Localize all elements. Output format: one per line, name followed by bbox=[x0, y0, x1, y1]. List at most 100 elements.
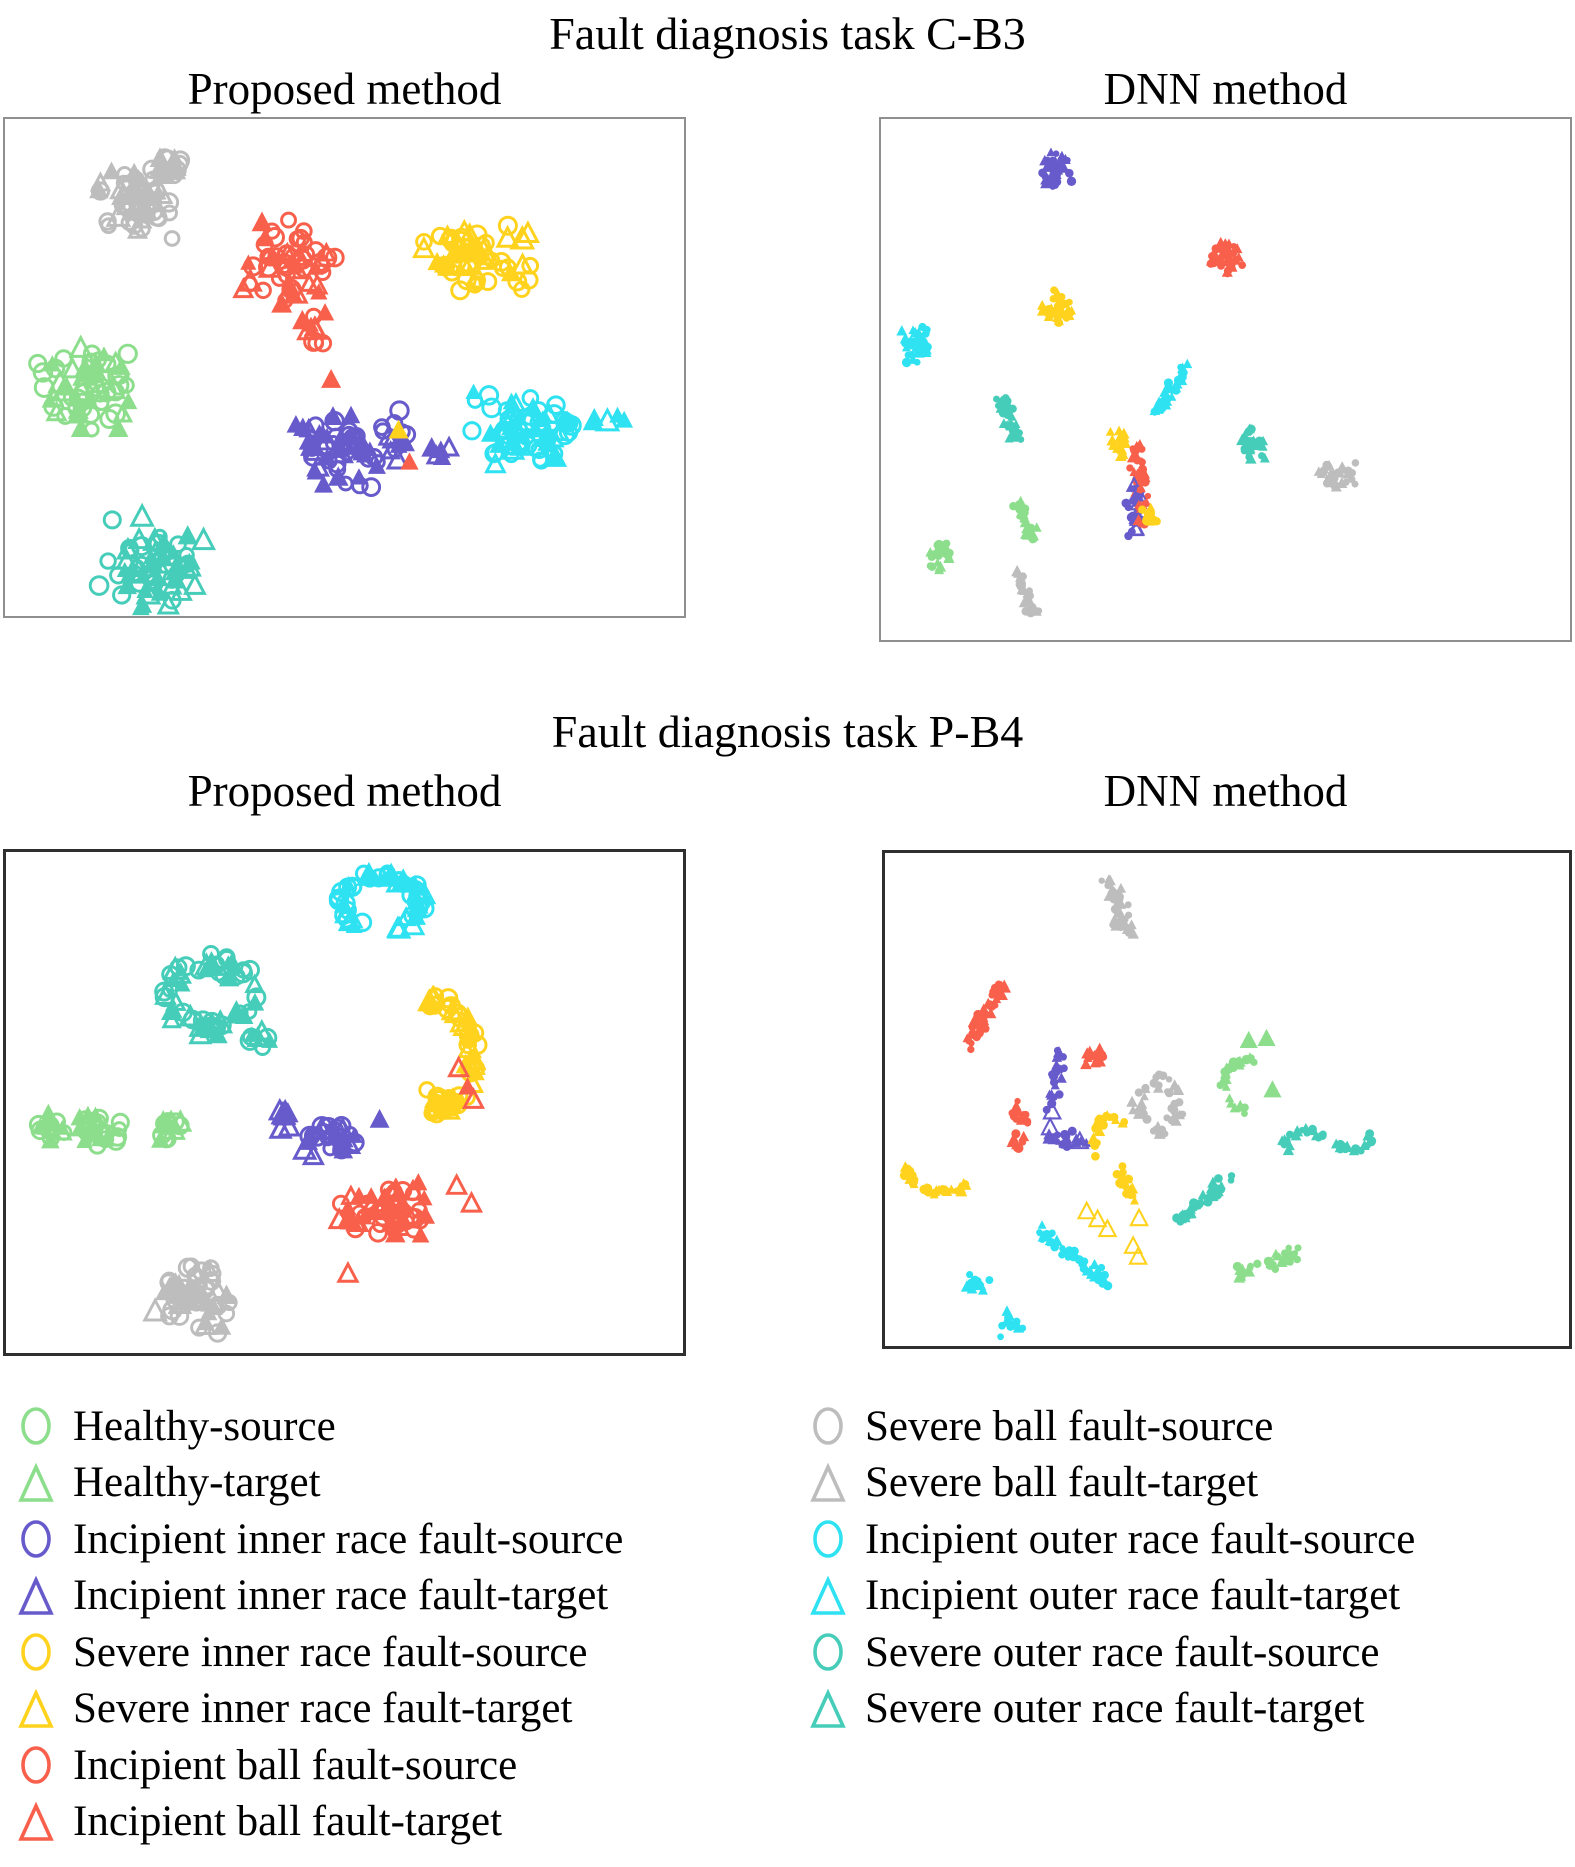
scatter-marker bbox=[469, 275, 486, 292]
subtitle-pb4-dnn: DNN method bbox=[1103, 766, 1348, 816]
scatter-marker bbox=[912, 346, 925, 358]
scatter-marker bbox=[105, 202, 132, 227]
scatter-marker bbox=[1067, 1126, 1077, 1136]
scatter-marker bbox=[245, 992, 265, 1011]
scatter-marker bbox=[1154, 1081, 1163, 1090]
scatter-marker bbox=[498, 406, 523, 430]
scatter-marker bbox=[998, 418, 1010, 429]
scatter-marker bbox=[255, 227, 276, 247]
scatter-marker bbox=[1228, 254, 1240, 265]
scatter-marker bbox=[961, 1180, 972, 1190]
scatter-marker bbox=[99, 1124, 116, 1141]
scatter-marker bbox=[502, 437, 526, 460]
scatter-marker bbox=[316, 247, 338, 269]
scatter-marker bbox=[123, 542, 140, 559]
scatter-marker bbox=[296, 320, 317, 341]
scatter-marker bbox=[366, 869, 384, 886]
legend-label: Severe ball fault-source bbox=[865, 1402, 1274, 1450]
scatter-marker bbox=[1097, 1115, 1107, 1124]
circle-marker-icon bbox=[813, 1520, 843, 1559]
scatter-marker bbox=[1217, 244, 1227, 254]
scatter-marker bbox=[33, 377, 55, 398]
scatter-marker bbox=[1129, 1207, 1149, 1227]
scatter-marker bbox=[1126, 464, 1134, 472]
scatter-marker bbox=[364, 448, 384, 467]
scatter-marker bbox=[409, 1173, 428, 1191]
scatter-marker bbox=[968, 1039, 975, 1047]
scatter-marker bbox=[156, 544, 175, 563]
scatter-marker bbox=[489, 434, 509, 453]
scatter-marker bbox=[99, 552, 117, 570]
scatter-marker bbox=[1145, 510, 1157, 521]
scatter-marker bbox=[1098, 877, 1105, 884]
scatter-marker bbox=[1111, 888, 1121, 898]
scatter-marker bbox=[1053, 1138, 1061, 1145]
scatter-marker bbox=[169, 1306, 190, 1326]
scatter-marker bbox=[1123, 1235, 1144, 1254]
scatter-marker bbox=[1081, 1047, 1094, 1059]
scatter-marker bbox=[1040, 177, 1052, 189]
scatter-marker bbox=[89, 179, 109, 199]
scatter-marker bbox=[292, 1135, 318, 1160]
scatter-marker bbox=[1259, 453, 1270, 463]
scatter-marker bbox=[1119, 1179, 1129, 1189]
scatter-marker bbox=[1221, 1062, 1233, 1073]
scatter-marker bbox=[966, 1271, 974, 1279]
scatter-marker bbox=[1091, 1051, 1098, 1059]
scatter-marker bbox=[1135, 1097, 1148, 1109]
scatter-marker bbox=[955, 1185, 968, 1197]
scatter-marker bbox=[88, 575, 110, 596]
scatter-marker bbox=[1065, 1246, 1074, 1255]
scatter-marker bbox=[926, 562, 934, 570]
scatter-marker bbox=[152, 165, 173, 184]
scatter-marker bbox=[1015, 508, 1026, 518]
scatter-marker bbox=[909, 327, 921, 338]
scatter-marker bbox=[977, 1285, 989, 1295]
scatter-marker bbox=[274, 253, 296, 274]
scatter-marker bbox=[1037, 1220, 1047, 1229]
scatter-marker bbox=[1018, 585, 1030, 595]
scatter-marker bbox=[212, 1316, 232, 1335]
scatter-marker bbox=[1080, 1058, 1092, 1070]
scatter-marker bbox=[1136, 483, 1146, 493]
scatter-marker bbox=[1272, 1251, 1282, 1261]
scatter-marker bbox=[1039, 154, 1051, 166]
scatter-marker bbox=[475, 250, 497, 270]
scatter-marker bbox=[345, 917, 363, 934]
scatter-canvas-cb3-dnn bbox=[896, 147, 1360, 618]
scatter-marker bbox=[1093, 1270, 1104, 1280]
scatter-marker bbox=[1124, 901, 1132, 909]
scatter-marker bbox=[334, 899, 359, 924]
scatter-marker bbox=[380, 440, 401, 460]
scatter-marker bbox=[134, 596, 153, 613]
scatter-marker bbox=[999, 979, 1009, 989]
scatter-marker bbox=[1115, 449, 1127, 461]
scatter-marker bbox=[978, 1003, 990, 1014]
scatter-marker bbox=[934, 564, 945, 575]
scatter-marker bbox=[415, 1205, 436, 1224]
scatter-marker bbox=[1221, 1073, 1232, 1084]
scatter-marker bbox=[257, 1027, 278, 1048]
scatter-marker bbox=[1118, 435, 1130, 445]
scatter-marker bbox=[1258, 452, 1266, 460]
scatter-marker bbox=[1014, 1097, 1021, 1105]
scatter-marker bbox=[1001, 1305, 1013, 1316]
scatter-marker bbox=[1015, 429, 1023, 437]
scatter-marker bbox=[1157, 1125, 1167, 1134]
scatter-marker bbox=[1129, 1196, 1140, 1205]
scatter-marker bbox=[388, 419, 409, 439]
scatter-marker bbox=[1048, 1064, 1060, 1075]
scatter-marker bbox=[1000, 409, 1007, 417]
scatter-marker bbox=[1062, 1142, 1072, 1151]
scatter-marker bbox=[163, 230, 181, 247]
scatter-marker bbox=[156, 592, 181, 615]
scatter-marker bbox=[450, 280, 471, 301]
scatter-marker bbox=[1216, 1180, 1226, 1190]
scatter-marker bbox=[1084, 1265, 1096, 1275]
scatter-marker bbox=[1157, 403, 1167, 413]
scatter-marker bbox=[1228, 1057, 1239, 1067]
scatter-marker bbox=[1285, 1244, 1293, 1252]
scatter-marker bbox=[930, 550, 939, 559]
scatter-marker bbox=[1173, 382, 1181, 390]
scatter-marker bbox=[481, 397, 502, 419]
